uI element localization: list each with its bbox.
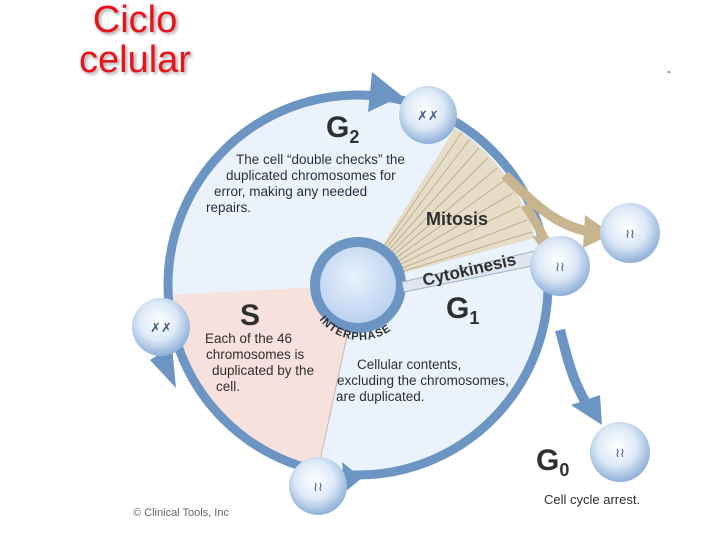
svg-text:excluding the chromosomes,: excluding the chromosomes, — [337, 373, 509, 388]
mitosis-label: Mitosis — [426, 209, 488, 229]
title-line-1: Ciclo — [92, 0, 178, 41]
g0-label: G0 — [536, 444, 569, 480]
svg-text:error, making any needed: error, making any needed — [214, 184, 367, 199]
mitosis-sector — [358, 128, 535, 285]
svg-text:≀≀: ≀≀ — [313, 479, 323, 494]
g2-description: The cell “double checks” the duplicated … — [206, 152, 405, 215]
ring-arrow-left — [150, 346, 176, 388]
corner-mark: - — [667, 64, 671, 78]
s-description: Each of the 46 chromosomes is duplicated… — [205, 331, 314, 394]
svg-text:≀≀: ≀≀ — [615, 445, 625, 460]
g1-description: Cellular contents, excluding the chromos… — [336, 357, 509, 404]
ring-arrow-top — [368, 72, 402, 112]
interphase-center — [320, 247, 396, 323]
svg-text:≀≀: ≀≀ — [625, 226, 635, 241]
cell-daughter-2: ≀≀ — [600, 203, 660, 263]
g0-description: Cell cycle arrest. — [544, 492, 640, 507]
svg-text:Each of the 46: Each of the 46 — [205, 331, 292, 346]
svg-text:duplicated chromosomes for: duplicated chromosomes for — [226, 168, 396, 183]
svg-text:✗✗: ✗✗ — [417, 108, 439, 123]
svg-text:chromosomes is: chromosomes is — [206, 347, 305, 362]
cell-g0: ≀≀ — [590, 422, 650, 482]
svg-text:Cellular contents,: Cellular contents, — [357, 357, 461, 372]
cell-g2: ✗✗ — [399, 86, 457, 144]
mitosis-exit-arrowhead — [583, 215, 612, 248]
g1-label: G1 — [446, 292, 479, 328]
s-phase-sector — [168, 285, 358, 470]
svg-text:✗✗: ✗✗ — [150, 320, 172, 335]
svg-text:≀≀: ≀≀ — [555, 259, 565, 274]
ring-arrow-bottom — [342, 462, 362, 492]
cell-daughter-1: ≀≀ — [530, 236, 590, 296]
svg-text:The cell “double checks” the: The cell “double checks” the — [236, 152, 405, 167]
copyright-text: © Clinical Tools, Inc — [133, 507, 229, 519]
svg-text:duplicated by the: duplicated by the — [212, 363, 314, 378]
title-line-2: celular — [79, 39, 191, 81]
svg-text:are duplicated.: are duplicated. — [336, 389, 425, 404]
mitosis-exit-arrow — [501, 171, 592, 237]
svg-text:cell.: cell. — [216, 379, 240, 394]
cell-g1: ≀≀ — [289, 457, 347, 515]
g0-exit-arrowhead — [571, 395, 602, 425]
svg-text:repairs.: repairs. — [206, 200, 251, 215]
cell-s: ✗✗ — [132, 298, 190, 356]
s-label: S — [240, 299, 260, 332]
g2-label: G2 — [326, 111, 359, 147]
slide-title: Ciclo celular — [60, 0, 210, 80]
g0-exit-arrow — [555, 328, 595, 413]
